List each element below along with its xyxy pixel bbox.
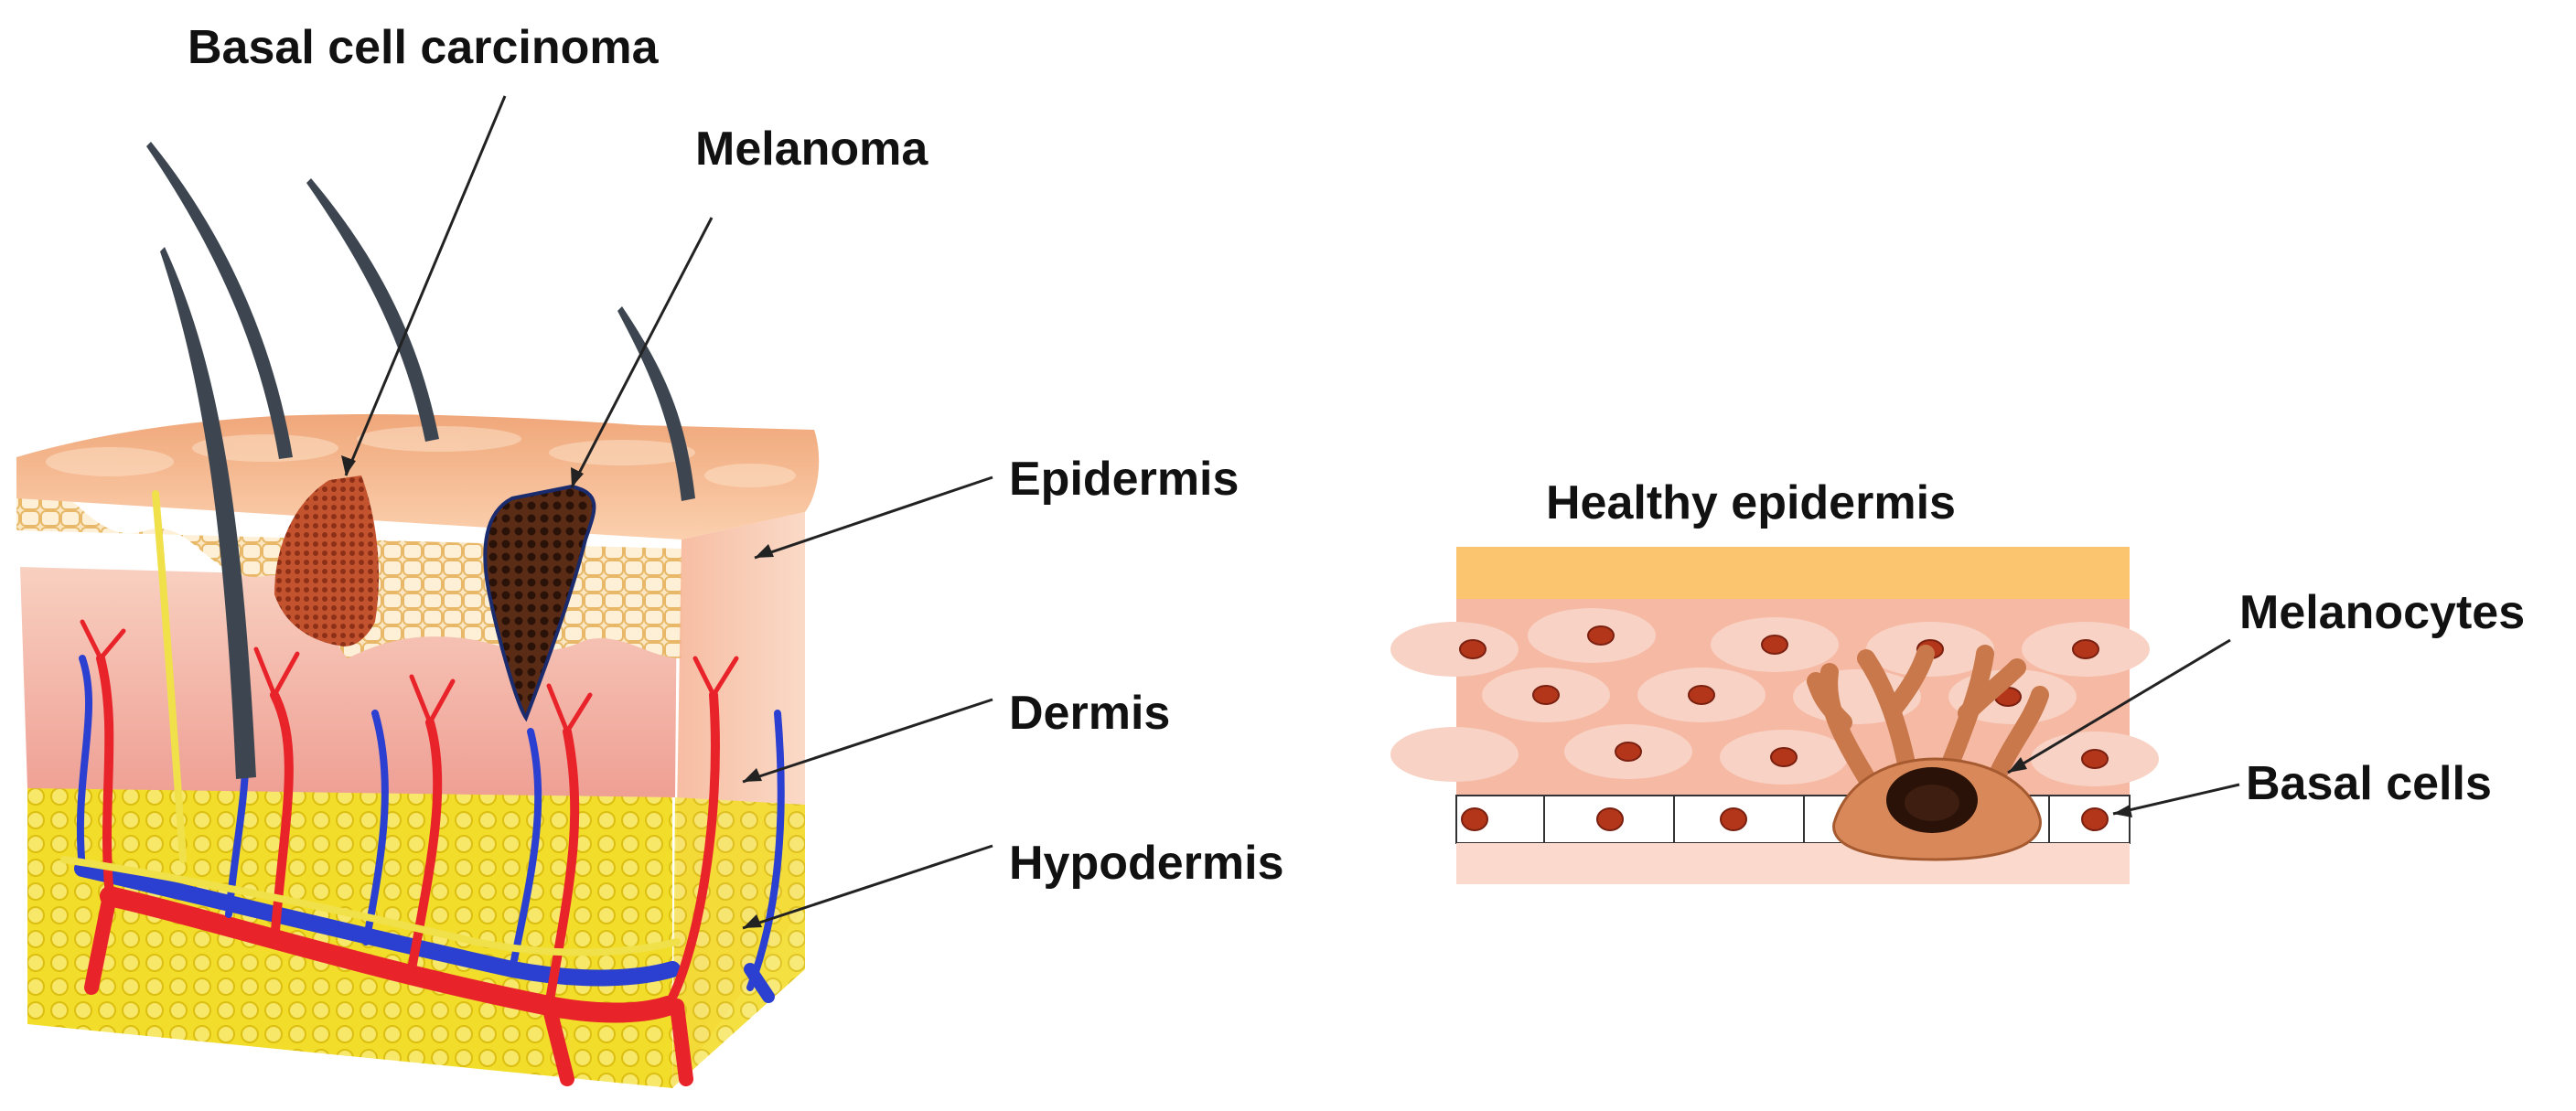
basal-nucleus (2081, 807, 2109, 831)
dermis-label: Dermis (1009, 687, 1171, 740)
hypodermis-arrowhead (743, 914, 762, 928)
melanocyte-dendrites (1807, 645, 2049, 791)
artery (100, 886, 678, 1023)
epidermis-arrowhead (755, 544, 774, 558)
nucleus (1761, 635, 1788, 655)
stratum-corneum (1456, 547, 2130, 599)
dermis-band (1456, 843, 2130, 884)
arrowheads-left (341, 455, 774, 928)
skin-block (16, 142, 820, 1088)
melanoma-tumor (483, 484, 596, 722)
vein (74, 860, 681, 987)
nucleus (2072, 639, 2099, 659)
vein-branch (76, 655, 785, 991)
leader-lines-left (344, 95, 993, 930)
hypodermis-leader-line (742, 844, 993, 930)
dermis-arrowhead (743, 768, 762, 782)
basal-nucleus (1596, 807, 1624, 831)
basal-cell-carcinoma-label: Basal cell carcinoma (188, 21, 659, 74)
basal-cells-label: Basal cells (2246, 757, 2492, 810)
nucleus (2081, 749, 2109, 769)
hairs (146, 142, 695, 779)
nerve (60, 490, 681, 956)
melanoma-label: Melanoma (695, 123, 928, 176)
hair (617, 306, 695, 501)
hair (146, 142, 293, 459)
nucleus (1615, 742, 1642, 762)
melanocytes-arrowhead (2008, 757, 2027, 773)
nucleus (1587, 625, 1615, 646)
melanocytes-leader-line (2007, 638, 2231, 774)
cell-nuclei (1459, 625, 2109, 769)
bcc-arrowhead (341, 455, 356, 475)
dermis-leader-line (742, 698, 993, 784)
hypodermis-label: Hypodermis (1009, 837, 1284, 890)
basal-nucleus (1720, 807, 1747, 831)
melanocyte-nucleus-highlight (1905, 785, 1959, 821)
healthy-epidermis-title: Healthy epidermis (1546, 476, 1956, 529)
artery-branch (96, 654, 720, 1010)
arrowheads-right (2008, 757, 2132, 817)
hypodermis-vessel-ends (84, 889, 693, 1086)
nucleus (1532, 685, 1560, 705)
surface-texture (46, 426, 796, 487)
hair (306, 178, 439, 442)
nucleus (1459, 639, 1487, 659)
nucleus (1688, 685, 1715, 705)
epidermis-leader-line (754, 475, 993, 560)
healthy-epidermis-schematic (1390, 547, 2159, 884)
cell (1390, 622, 1519, 677)
nucleus (1770, 747, 1798, 767)
melanoma-arrowhead (571, 467, 584, 487)
basal-cells-arrowhead (2113, 805, 2132, 817)
vein-end (744, 963, 775, 1003)
hair (160, 247, 256, 779)
basal-nucleus (1461, 807, 1488, 831)
blood-vessels (60, 490, 785, 1086)
basal-cells-leader-line (2112, 783, 2240, 816)
cell (1390, 727, 1519, 782)
basal-cell-carcinoma-tumor (274, 475, 380, 646)
epidermis-label: Epidermis (1009, 453, 1240, 506)
bcc-leader-line (344, 95, 507, 476)
capillaries (80, 619, 739, 734)
melanoma-leader-line (570, 217, 714, 488)
melanocyte (1807, 645, 2049, 861)
leader-lines-right (2007, 638, 2240, 816)
melanocytes-label: Melanocytes (2239, 586, 2526, 639)
